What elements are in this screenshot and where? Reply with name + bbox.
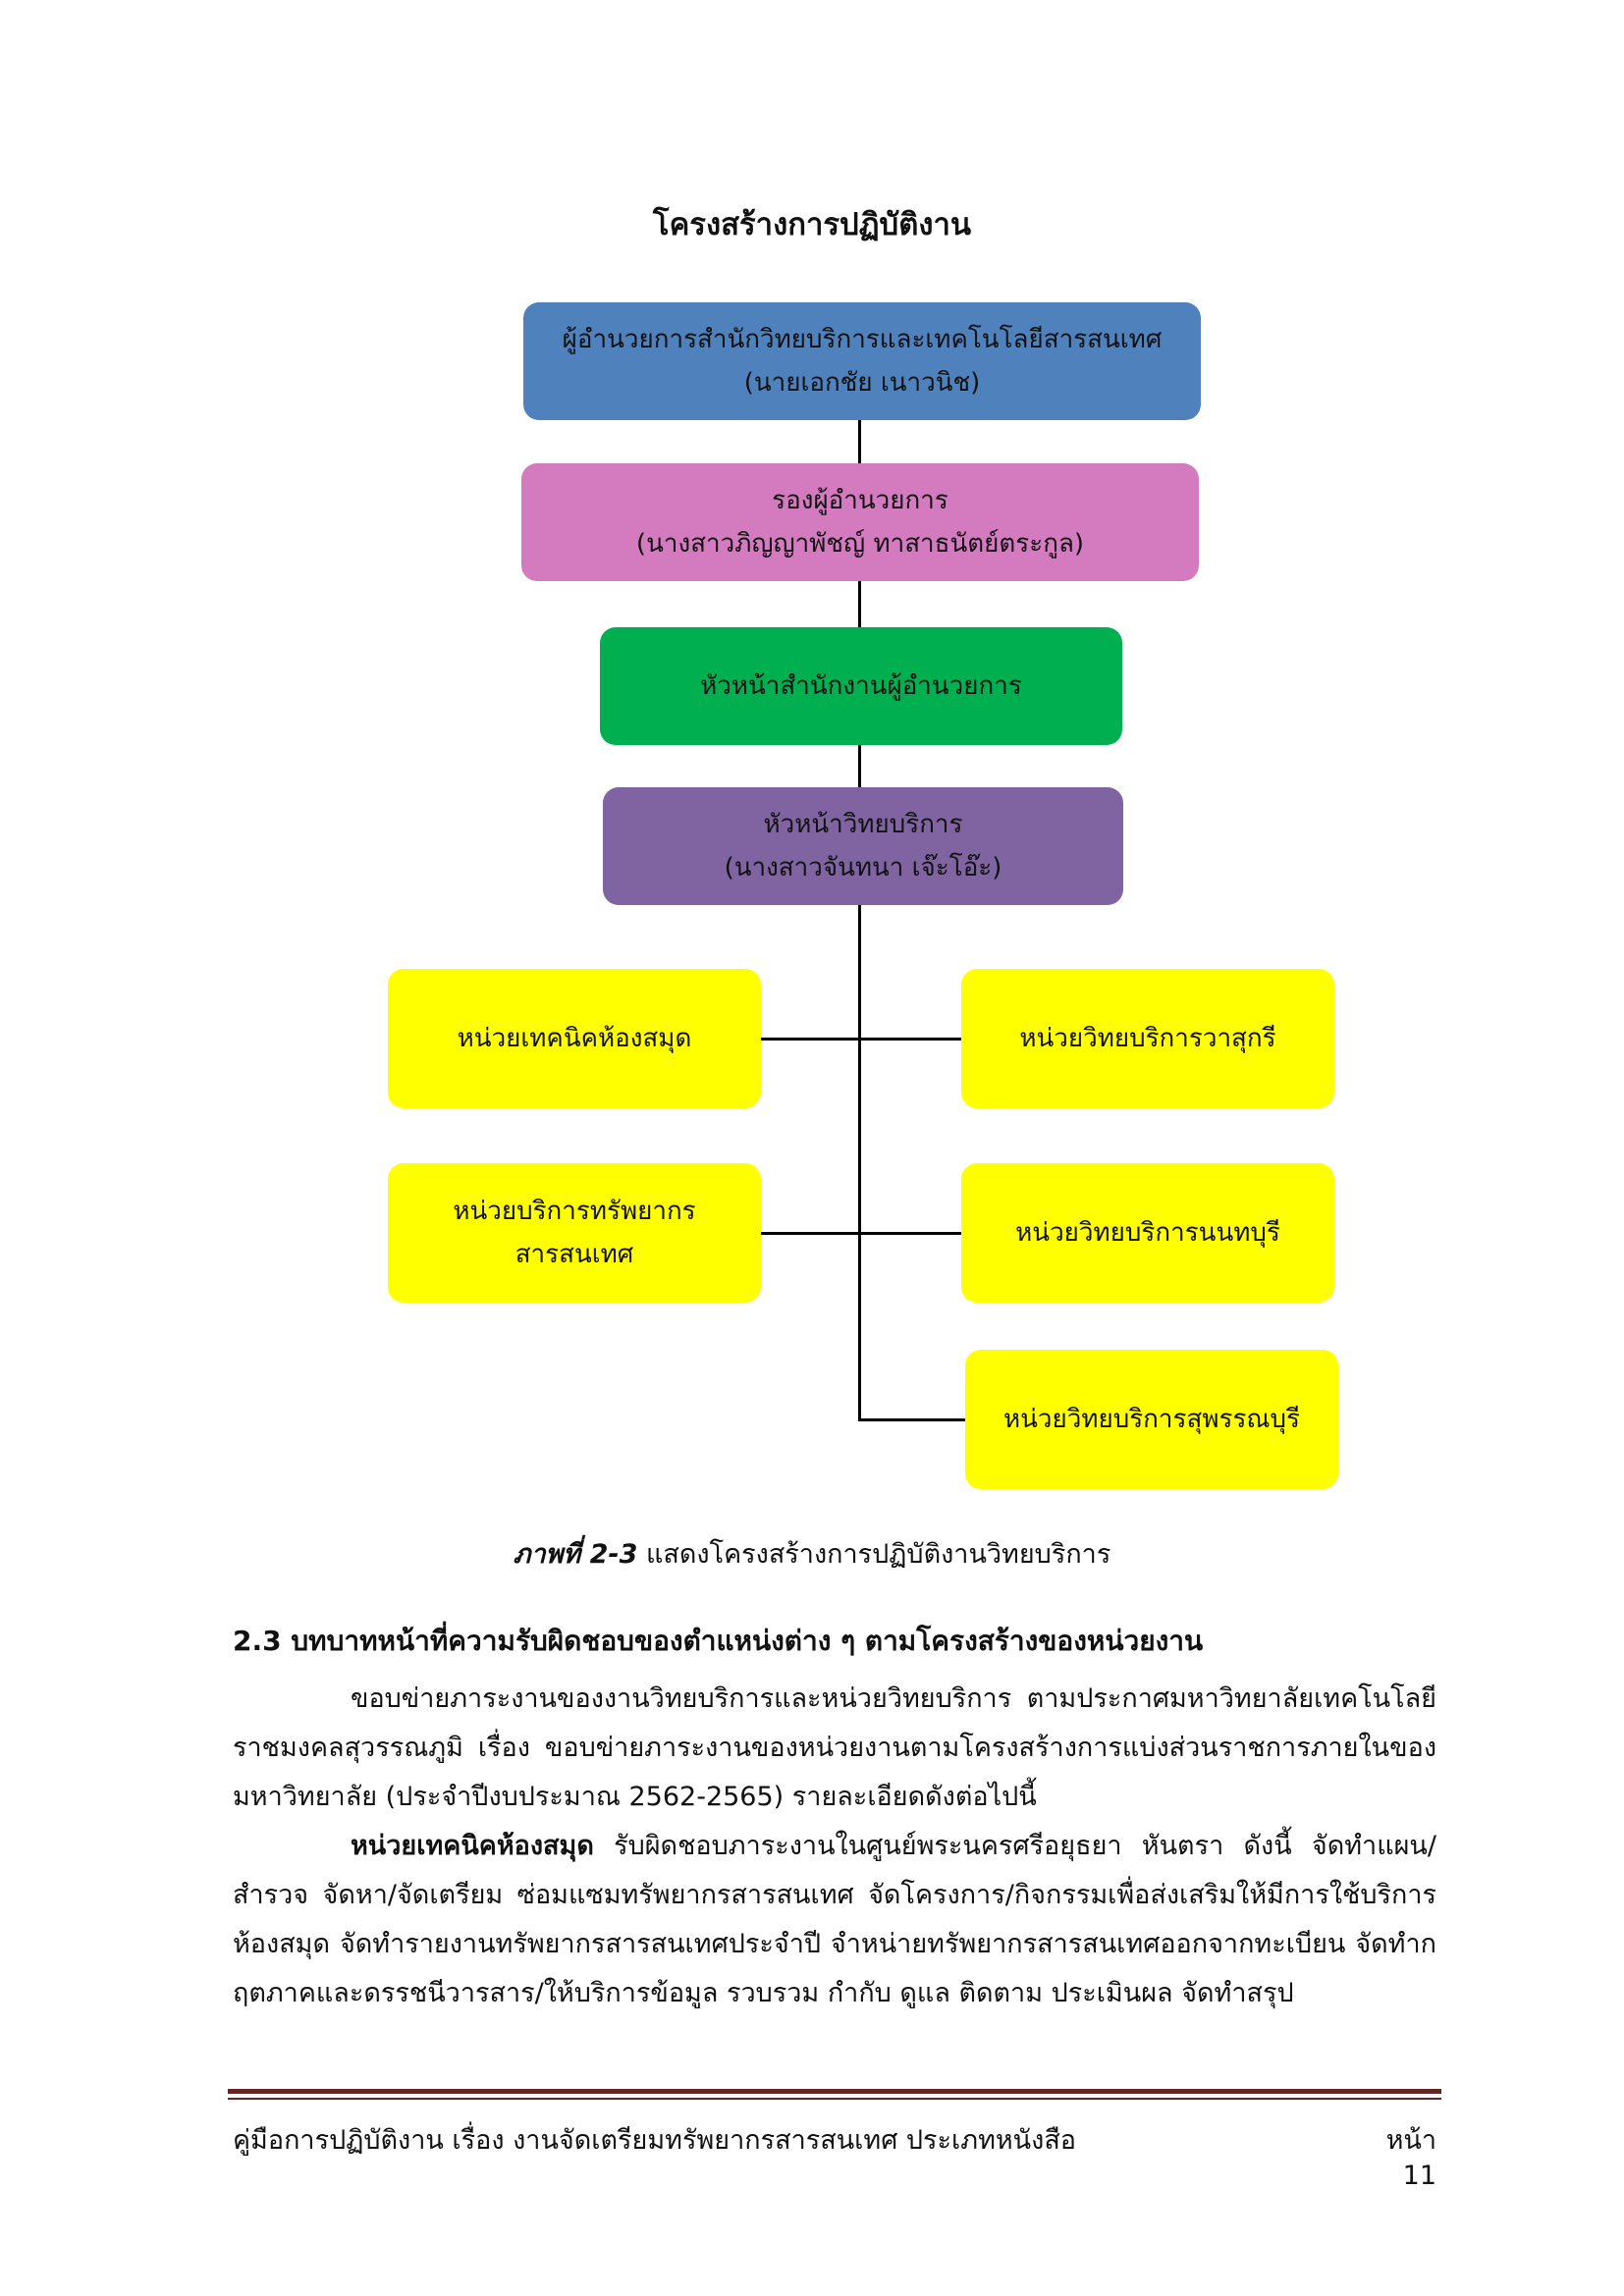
connector-branch-2 xyxy=(760,1232,964,1235)
unit-box-wasukri: หน่วยวิทยบริการวาสุกรี xyxy=(961,969,1334,1108)
director-title: ผู้อำนวยการสำนักวิทยบริการและเทคโนโลยีสา… xyxy=(562,325,1163,354)
deputy-box: รองผู้อำนวยการ (นางสาวภิญญาพัชญ์ ทาสาธนั… xyxy=(521,463,1199,581)
figure-caption: ภาพที่ 2-3 แสดงโครงสร้างการปฏิบัติงานวิท… xyxy=(0,1532,1624,1575)
deputy-title: รองผู้อำนวยการ xyxy=(772,486,948,515)
connector-branch-3 xyxy=(858,1418,966,1421)
unit-label: หน่วยวิทยบริการนนทบุรี xyxy=(1015,1218,1280,1248)
paragraph-2-text: รับผิดชอบภาระงานในศูนย์พระนครศรีอยุธยา ห… xyxy=(233,1831,1436,2008)
unit-label: หน่วยวิทยบริการสุพรรณบุรี xyxy=(1002,1405,1301,1434)
unit-label: หน่วยวิทยบริการวาสุกรี xyxy=(1019,1024,1276,1053)
unit-label-line1: หน่วยบริการทรัพยากร xyxy=(453,1197,696,1226)
connector-branch-1 xyxy=(760,1038,964,1041)
footer-text: คู่มือการปฏิบัติงาน เรื่อง งานจัดเตรียมท… xyxy=(233,2125,1077,2156)
unit-box-suphanburi: หน่วยวิทยบริการสุพรรณบุรี xyxy=(965,1350,1338,1489)
deputy-name: (นางสาวภิญญาพัชญ์ ทาสาธนัตย์ตระกูล) xyxy=(635,529,1085,559)
service-head-box: หัวหน้าวิทยบริการ (นางสาวจันทนา เจ๊ะโอ๊ะ… xyxy=(603,787,1123,905)
connector-trunk-bottom xyxy=(858,903,861,1420)
unit-label: หน่วยเทคนิคห้องสมุด xyxy=(457,1024,692,1053)
figure-caption-text: แสดงโครงสร้างการปฏิบัติงานวิทยบริการ xyxy=(637,1539,1111,1570)
director-name: (นายเอกชัย เนาวนิช) xyxy=(743,368,981,398)
footer-rule-thick xyxy=(228,2089,1441,2094)
unit-box-info-service: หน่วยบริการทรัพยากร สารสนเทศ xyxy=(388,1163,761,1303)
section-heading: 2.3 บทบาทหน้าที่ความรับผิดชอบของตำแหน่งต… xyxy=(233,1625,1204,1657)
unit-label-line2: สารสนเทศ xyxy=(514,1240,634,1269)
figure-label: ภาพที่ 2-3 xyxy=(513,1539,638,1570)
unit-box-nonthaburi: หน่วยวิทยบริการนนทบุรี xyxy=(961,1163,1334,1303)
paragraph-2-lead: หน่วยเทคนิคห้องสมุด xyxy=(351,1831,594,1861)
office-head-box: หัวหน้าสำนักงานผู้อำนวยการ xyxy=(600,627,1122,745)
service-head-title: หัวหน้าวิทยบริการ xyxy=(763,810,963,839)
unit-box-library-tech: หน่วยเทคนิคห้องสมุด xyxy=(388,969,761,1108)
paragraph-1-text: ขอบข่ายภาระงานของงานวิทยบริการและหน่วยวิ… xyxy=(233,1683,1436,1812)
paragraph-2: หน่วยเทคนิคห้องสมุด รับผิดชอบภาระงานในศู… xyxy=(233,1822,1436,2018)
paragraph-1: ขอบข่ายภาระงานของงานวิทยบริการและหน่วยวิ… xyxy=(233,1675,1436,1822)
page-title: โครงสร้างการปฏิบัติงาน xyxy=(652,207,972,242)
director-box: ผู้อำนวยการสำนักวิทยบริการและเทคโนโลยีสา… xyxy=(523,302,1201,420)
footer-rule-thin xyxy=(228,2098,1441,2100)
connector-trunk-top xyxy=(858,420,861,793)
page-number: หน้า 11 xyxy=(1385,2125,1436,2191)
office-head-title: หัวหน้าสำนักงานผู้อำนวยการ xyxy=(700,671,1022,701)
service-head-name: (นางสาวจันทนา เจ๊ะโอ๊ะ) xyxy=(724,853,1002,882)
